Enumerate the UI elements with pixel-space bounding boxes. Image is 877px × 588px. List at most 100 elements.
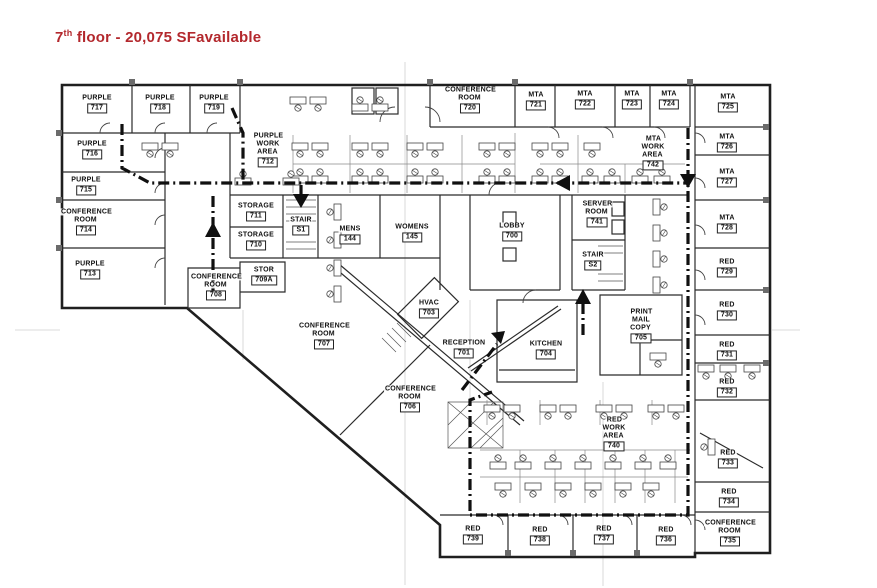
room-number: 722 [574, 99, 596, 110]
room-name: KITCHEN [528, 340, 564, 348]
room-number: 742 [642, 160, 664, 171]
room-name: RED [718, 301, 736, 309]
room-name: RED [531, 526, 549, 534]
room-name: PURPLE [74, 260, 106, 268]
room-number: 735 [719, 536, 741, 547]
room-name: PURPLE WORK AREA [252, 132, 284, 156]
room-name: RED [720, 488, 738, 496]
room-name: CONFERENCE ROOM [703, 519, 757, 535]
room-name: STAIR [289, 216, 313, 224]
room-name: RECEPTION [441, 339, 487, 347]
room-name: MTA [718, 214, 736, 222]
room-number: 740 [603, 441, 625, 452]
room-number: 733 [717, 458, 739, 469]
room-number: 736 [655, 535, 677, 546]
room-name: RED [719, 449, 737, 457]
room-number: 711 [246, 211, 266, 222]
room-number: 725 [717, 102, 739, 113]
room-name: RED [464, 525, 482, 533]
room-number: 724 [658, 99, 680, 110]
room-name: PURPLE [144, 94, 176, 102]
column-markers [56, 79, 769, 556]
room-number: 721 [525, 100, 547, 111]
room-name: PRINT MAIL COPY [629, 308, 653, 332]
room-number: 716 [81, 149, 103, 160]
room-number: 705 [630, 333, 652, 344]
floor-ordinal: th [63, 28, 73, 38]
room-name: PURPLE [198, 94, 230, 102]
room-number: 144 [339, 234, 361, 245]
room-number: 712 [257, 157, 279, 168]
room-number: 730 [716, 310, 738, 321]
floor-number: 7 [55, 29, 64, 46]
room-number: 720 [459, 103, 481, 114]
room-name: PURPLE [70, 176, 102, 184]
room-number: 707 [313, 339, 335, 350]
room-name: RED [718, 378, 736, 386]
room-number: 708 [205, 290, 227, 301]
room-name: MTA [718, 168, 736, 176]
room-name: WOMENS [394, 223, 430, 231]
room-number: 738 [529, 535, 551, 546]
room-name: STOR [252, 266, 276, 274]
room-number: 727 [716, 177, 738, 188]
room-number: 706 [399, 402, 421, 413]
floor-title: 7th floor - 20,075 SFavailable [55, 28, 261, 46]
room-number: 732 [716, 387, 738, 398]
room-number: 715 [75, 185, 97, 196]
room-number: 709A [251, 275, 277, 286]
exterior-walls [60, 83, 772, 559]
room-number: 703 [418, 308, 440, 319]
room-number: 728 [716, 223, 738, 234]
room-name: MTA [718, 133, 736, 141]
room-name: MENS [338, 225, 362, 233]
route-arrows [205, 174, 696, 344]
room-number: 734 [718, 497, 740, 508]
room-number: 726 [716, 142, 738, 153]
room-number: 741 [586, 217, 608, 228]
desk-symbols [141, 96, 761, 498]
room-number: 717 [86, 103, 108, 114]
room-name: RED [595, 525, 613, 533]
room-name: HVAC [417, 299, 441, 307]
room-number: S1 [292, 225, 310, 236]
room-name: MTA [623, 90, 641, 98]
room-name: RED WORK AREA [602, 416, 626, 440]
room-name: MTA [660, 90, 678, 98]
room-number: 723 [621, 99, 643, 110]
room-name: MTA [576, 90, 594, 98]
room-number: 718 [149, 103, 171, 114]
room-name: MTA [527, 91, 545, 99]
room-number: 145 [401, 232, 423, 243]
room-name: MTA WORK AREA [641, 135, 665, 159]
room-number: 729 [716, 267, 738, 278]
room-name: RED [657, 526, 675, 534]
room-name: RED [718, 341, 736, 349]
